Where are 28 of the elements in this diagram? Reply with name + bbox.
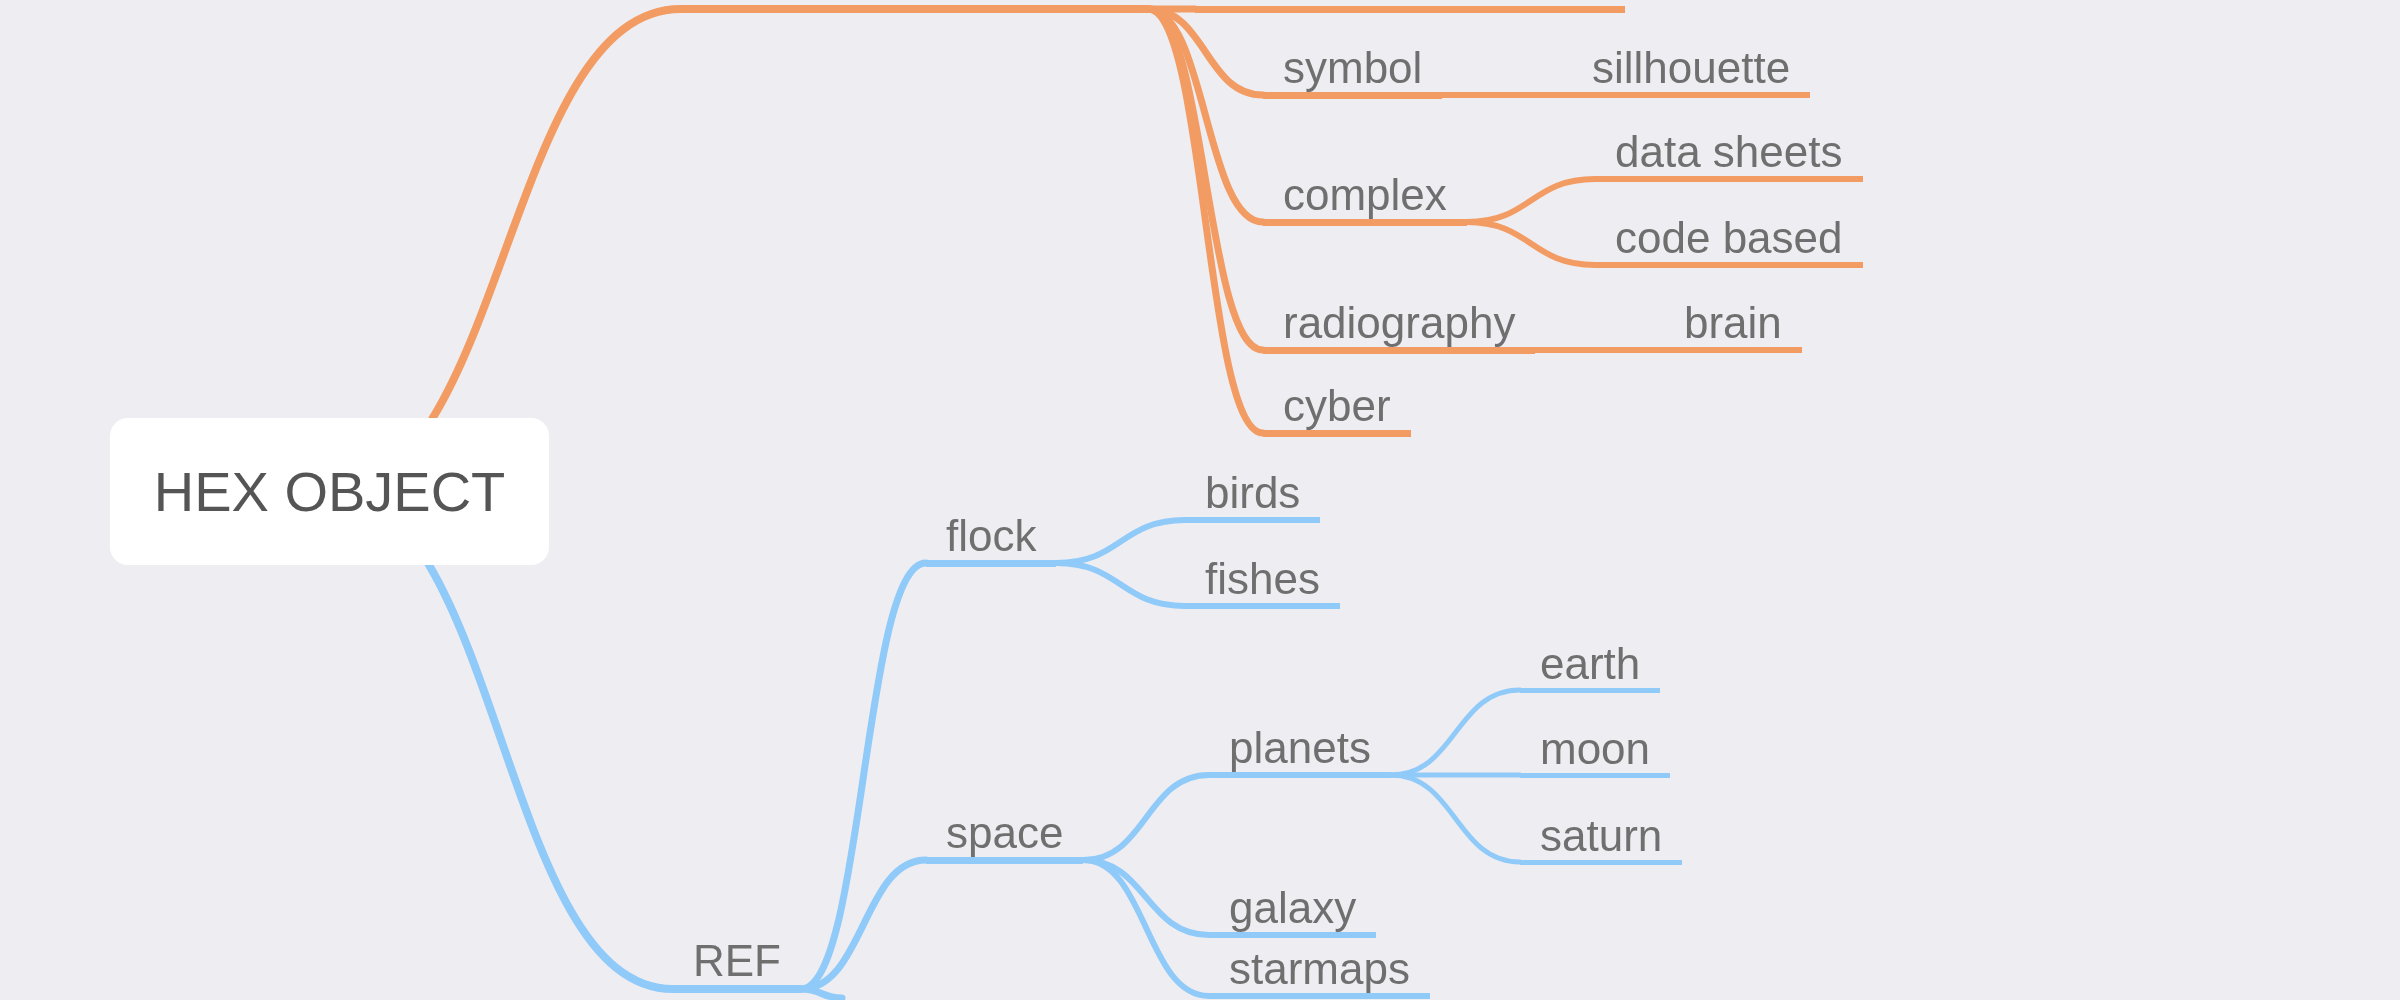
topic-label: galaxy	[1229, 886, 1357, 930]
topic-label: earth	[1540, 641, 1641, 686]
connector-curve	[1532, 347, 1667, 353]
topic-label: birds	[1205, 471, 1301, 515]
topic-label: cyber	[1283, 383, 1391, 428]
connector-curve	[1388, 772, 1523, 865]
branch-line	[1195, 5, 1625, 13]
topic-label: sillhouette	[1592, 46, 1791, 90]
topic-label: moon	[1540, 726, 1651, 771]
topic-label: REF	[693, 939, 781, 983]
connector-curve	[1439, 92, 1575, 98]
connector-curve	[1080, 857, 1212, 999]
central-topic-box	[110, 418, 549, 565]
topic-label: symbol	[1283, 45, 1423, 90]
topic-label: complex	[1283, 172, 1447, 217]
topic-label: starmaps	[1229, 947, 1410, 991]
topic-label: saturn	[1540, 813, 1663, 858]
topic-label: brain	[1684, 301, 1782, 345]
topic-label: HEX OBJECT	[153, 459, 506, 524]
topic-label: planets	[1229, 726, 1371, 770]
topic-label: data sheets	[1615, 130, 1843, 174]
topic-label: code based	[1615, 216, 1843, 260]
topic-label: radiography	[1283, 300, 1516, 345]
topic-label: flock	[946, 513, 1037, 558]
branch-line	[681, 5, 1148, 13]
topic-label: space	[946, 810, 1064, 855]
topic-label: fishes	[1205, 557, 1320, 601]
connector-curve	[1053, 560, 1188, 609]
